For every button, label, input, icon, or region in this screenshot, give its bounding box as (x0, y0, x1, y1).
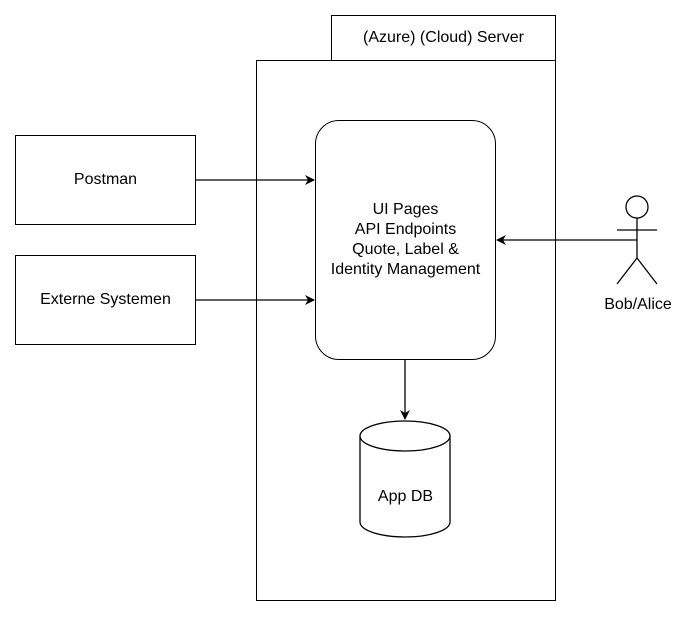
external-systems-node: Externe Systemen (15, 255, 196, 345)
core-line-3: Quote, Label & (352, 241, 459, 258)
database-label: App DB (377, 488, 434, 505)
server-title: (Azure) (Cloud) Server (331, 15, 556, 61)
core-line-4: Identity Management (330, 261, 481, 278)
external-systems-label: Externe Systemen (40, 291, 171, 308)
postman-node: Postman (15, 135, 196, 225)
core-line-1: UI Pages (372, 201, 439, 218)
core-line-2: API Endpoints (354, 221, 457, 238)
person-icon (616, 195, 658, 285)
actor-label: Bob/Alice (604, 296, 672, 313)
database-cylinder (359, 420, 451, 538)
postman-label: Postman (73, 171, 138, 188)
core-application-node: UI Pages API Endpoints Quote, Label & Id… (315, 120, 496, 360)
